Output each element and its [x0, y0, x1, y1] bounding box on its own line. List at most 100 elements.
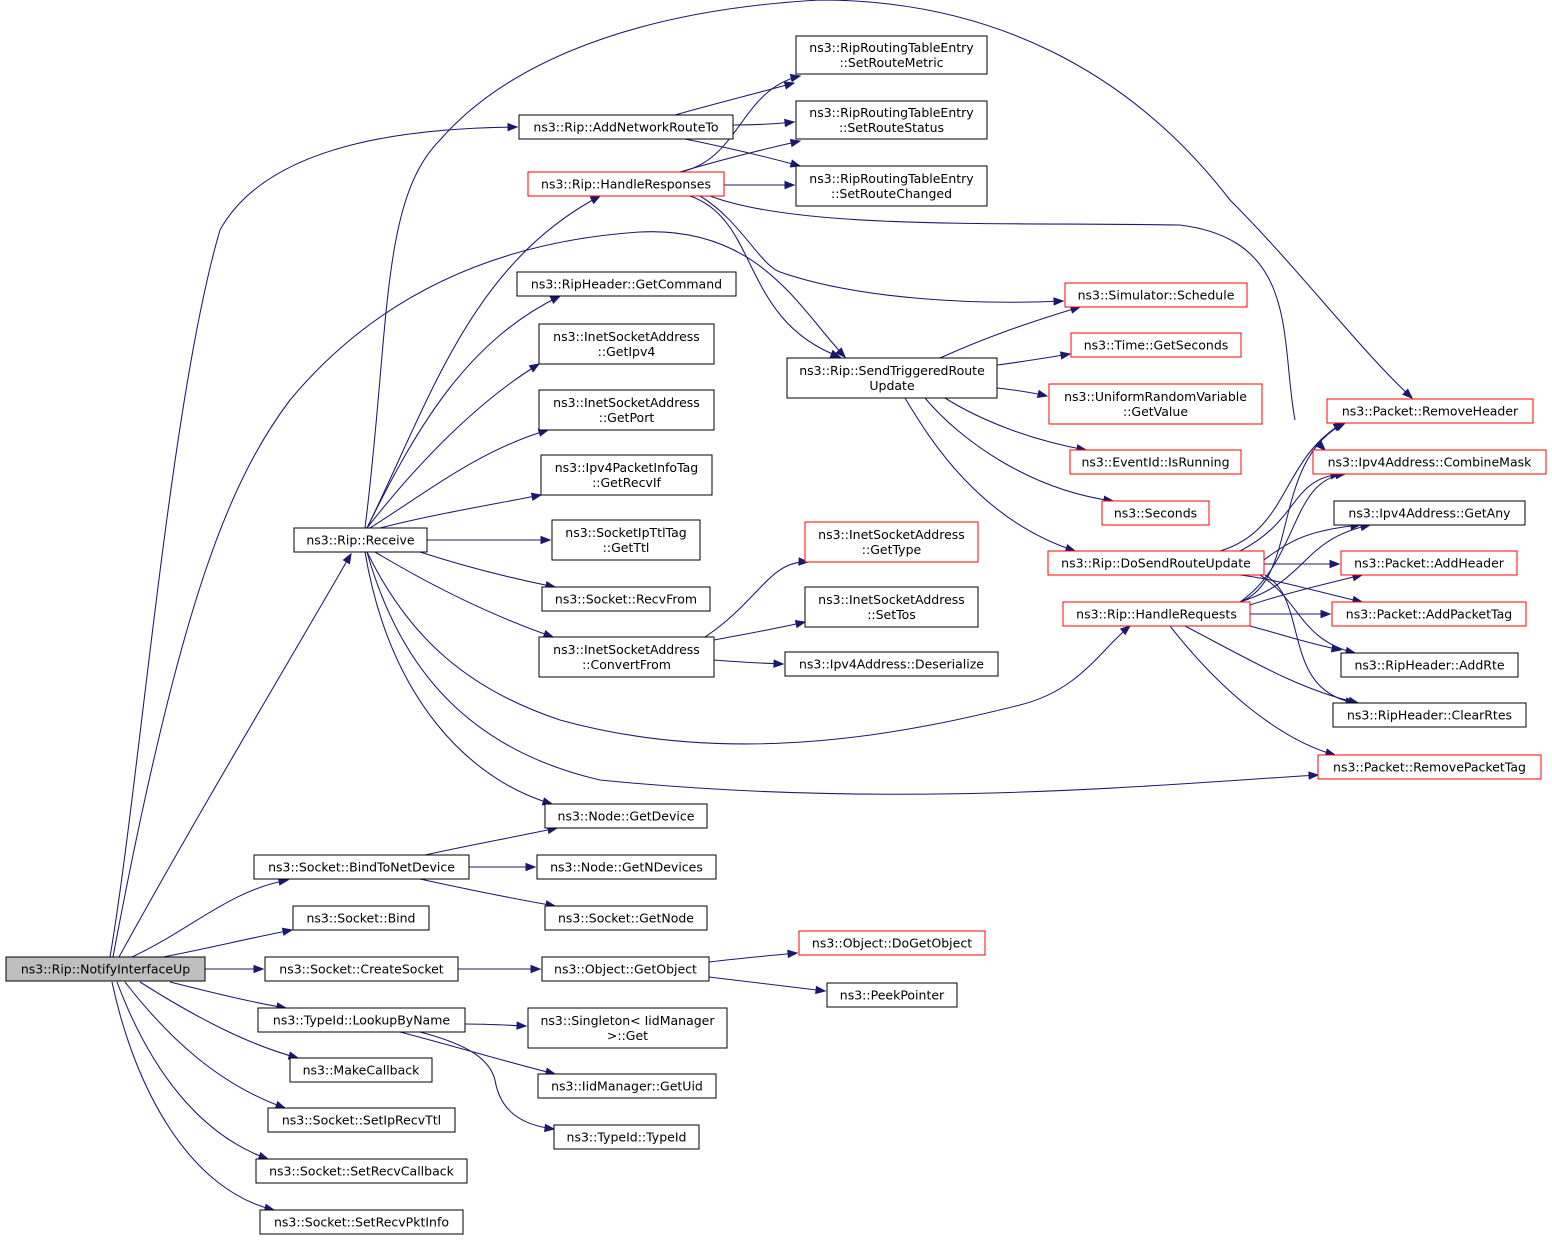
function-node-settos[interactable]: ns3::InetSocketAddress::SetTos — [804, 586, 979, 628]
call-edge-line — [111, 981, 275, 1211]
function-node-removeheader[interactable]: ns3::Packet::RemoveHeader — [1326, 398, 1534, 424]
function-node-getobject[interactable]: ns3::Object::GetObject — [541, 956, 710, 982]
function-node-setroutemetric[interactable]: ns3::RipRoutingTableEntry::SetRouteMetri… — [795, 35, 988, 75]
call-edge-line — [424, 827, 558, 856]
function-node-addnet[interactable]: ns3::Rip::AddNetworkRouteTo — [518, 114, 734, 140]
function-node-getcommand[interactable]: ns3::RipHeader::GetCommand — [516, 271, 737, 297]
call-edge-arrowhead — [589, 195, 602, 205]
function-node-dogetobject[interactable]: ns3::Object::DoGetObject — [798, 930, 986, 956]
call-edge-line — [366, 363, 540, 529]
call-edge — [1184, 625, 1360, 706]
call-edge-arrowhead — [784, 180, 796, 190]
call-edge — [699, 195, 1065, 306]
function-node-setrecvcallback[interactable]: ns3::Socket::SetRecvCallback — [255, 1158, 468, 1184]
function-node-label: ns3::Rip::DoSendRouteUpdate — [1061, 556, 1251, 571]
call-edge — [704, 557, 810, 638]
call-edge-line — [366, 195, 601, 529]
function-node-label: ::GetType — [862, 542, 922, 557]
function-node-dosend[interactable]: ns3::Rip::DoSendRouteUpdate — [1047, 550, 1265, 576]
function-node-recvfrom[interactable]: ns3::Socket::RecvFrom — [541, 586, 711, 612]
function-node-label: ns3::TypeId::TypeId — [567, 1130, 687, 1145]
function-node-getport[interactable]: ns3::InetSocketAddress::GetPort — [538, 389, 715, 431]
function-node-typeid[interactable]: ns3::TypeId::TypeId — [553, 1124, 700, 1150]
call-edge-line — [419, 551, 556, 588]
function-node-removepackettag[interactable]: ns3::Packet::RemovePacketTag — [1317, 754, 1542, 780]
function-node-getseconds[interactable]: ns3::Time::GetSeconds — [1070, 332, 1242, 358]
call-edge — [112, 231, 846, 958]
function-node-box — [538, 323, 715, 365]
call-edge — [427, 535, 552, 545]
call-edge-arrowhead — [789, 74, 802, 83]
function-node-setrecvpktinfo[interactable]: ns3::Socket::SetRecvPktInfo — [259, 1209, 464, 1235]
function-node-setroutechanged[interactable]: ns3::RipRoutingTableEntry::SetRouteChang… — [795, 165, 988, 207]
function-node-label: ns3::TypeId::LookupByName — [273, 1013, 450, 1028]
function-nodes: ns3::Rip::NotifyInterfaceUp ns3::Rip::Add… — [5, 35, 1547, 1235]
function-node-handleresp[interactable]: ns3::Rip::HandleResponses — [527, 171, 725, 197]
function-node-label: ns3::Socket::GetNode — [558, 911, 694, 926]
function-node-getrecvif[interactable]: ns3::Ipv4PacketInfoTag::GetRecvIf — [540, 454, 713, 496]
function-node-peekpointer[interactable]: ns3::PeekPointer — [826, 982, 958, 1008]
function-node-getnode[interactable]: ns3::Socket::GetNode — [544, 905, 708, 931]
function-node-notifyup[interactable]: ns3::Rip::NotifyInterfaceUp — [5, 956, 206, 982]
function-node-getndevices[interactable]: ns3::Node::GetNDevices — [536, 854, 717, 880]
function-node-box — [538, 389, 715, 431]
function-node-getdevice[interactable]: ns3::Node::GetDevice — [544, 803, 708, 829]
function-node-receive[interactable]: ns3::Rip::Receive — [293, 527, 428, 553]
call-edge-line — [116, 981, 269, 1160]
call-edge-arrowhead — [528, 363, 541, 373]
function-node-handlereq[interactable]: ns3::Rip::HandleRequests — [1062, 601, 1251, 627]
call-edge — [708, 976, 827, 995]
call-edge-line — [1239, 574, 1363, 603]
function-node-singletonget[interactable]: ns3::Singleton< IidManager>::Get — [527, 1007, 728, 1049]
function-node-setiprecvttl[interactable]: ns3::Socket::SetIpRecvTtl — [267, 1107, 456, 1133]
call-edge — [1239, 422, 1347, 603]
function-node-label: ::SetTos — [867, 607, 916, 622]
function-node-schedule[interactable]: ns3::Simulator::Schedule — [1064, 282, 1248, 308]
function-node-getany[interactable]: ns3::Ipv4Address::GetAny — [1333, 500, 1526, 526]
function-node-box — [541, 956, 710, 982]
call-edge-arrowhead — [507, 122, 519, 132]
function-node-convertfrom[interactable]: ns3::InetSocketAddress::ConvertFrom — [538, 636, 715, 678]
function-node-getuid[interactable]: ns3::IidManager::GetUid — [537, 1073, 717, 1099]
function-node-label: ns3::Object::DoGetObject — [812, 936, 972, 951]
function-node-getipv4[interactable]: ns3::InetSocketAddress::GetIpv4 — [538, 323, 715, 365]
call-edge-line — [1259, 574, 1356, 654]
call-edge-line — [939, 306, 1081, 359]
function-node-box — [293, 527, 428, 553]
function-node-lookupbyname[interactable]: ns3::TypeId::LookupByName — [257, 1007, 466, 1033]
function-node-label: ns3::EventId::IsRunning — [1081, 455, 1229, 470]
function-node-bind[interactable]: ns3::Socket::Bind — [292, 905, 430, 931]
call-edge-arrowhead — [1330, 644, 1343, 653]
function-node-createsocket[interactable]: ns3::Socket::CreateSocket — [264, 956, 459, 982]
function-node-combinemask[interactable]: ns3::Ipv4Address::CombineMask — [1312, 449, 1547, 475]
function-node-box — [1326, 398, 1534, 424]
function-node-box — [1048, 383, 1263, 425]
function-node-gettype[interactable]: ns3::InetSocketAddress::GetType — [804, 521, 979, 563]
function-node-bindtonet[interactable]: ns3::Socket::BindToNetDevice — [253, 854, 470, 880]
function-node-label: ns3::RipRoutingTableEntry — [809, 40, 974, 55]
function-node-box — [1062, 601, 1251, 627]
function-node-label: ns3::Socket::CreateSocket — [279, 962, 444, 977]
function-node-getvalue[interactable]: ns3::UniformRandomVariable::GetValue — [1048, 383, 1263, 425]
function-node-clearrtes[interactable]: ns3::RipHeader::ClearRtes — [1332, 702, 1527, 728]
function-node-addheader[interactable]: ns3::Packet::AddHeader — [1340, 550, 1518, 576]
function-node-isrunning[interactable]: ns3::EventId::IsRunning — [1069, 449, 1242, 475]
call-edge-line — [169, 981, 287, 1009]
function-node-setroutestatus[interactable]: ns3::RipRoutingTableEntry::SetRouteStatu… — [795, 100, 988, 140]
function-node-seconds[interactable]: ns3::Seconds — [1101, 500, 1210, 526]
call-edge-arrowhead — [530, 492, 543, 501]
call-edge-line — [118, 553, 352, 958]
function-node-label: ns3::Object::GetObject — [554, 962, 697, 977]
function-node-deserialize[interactable]: ns3::Ipv4Address::Deserialize — [784, 651, 999, 677]
function-node-addrte[interactable]: ns3::RipHeader::AddRte — [1340, 652, 1519, 678]
function-node-makecallback[interactable]: ns3::MakeCallback — [289, 1057, 433, 1083]
call-edge-line — [1219, 422, 1344, 552]
function-node-label: ns3::PeekPointer — [840, 988, 945, 1003]
function-node-addpackettag[interactable]: ns3::Packet::AddPacketTag — [1331, 601, 1527, 627]
function-node-box — [516, 271, 737, 297]
function-node-box — [527, 171, 725, 197]
call-edge-arrowhead — [544, 1123, 556, 1133]
function-node-getttl[interactable]: ns3::SocketIpTtlTag::GetTtl — [551, 519, 701, 561]
call-edge — [713, 619, 807, 641]
